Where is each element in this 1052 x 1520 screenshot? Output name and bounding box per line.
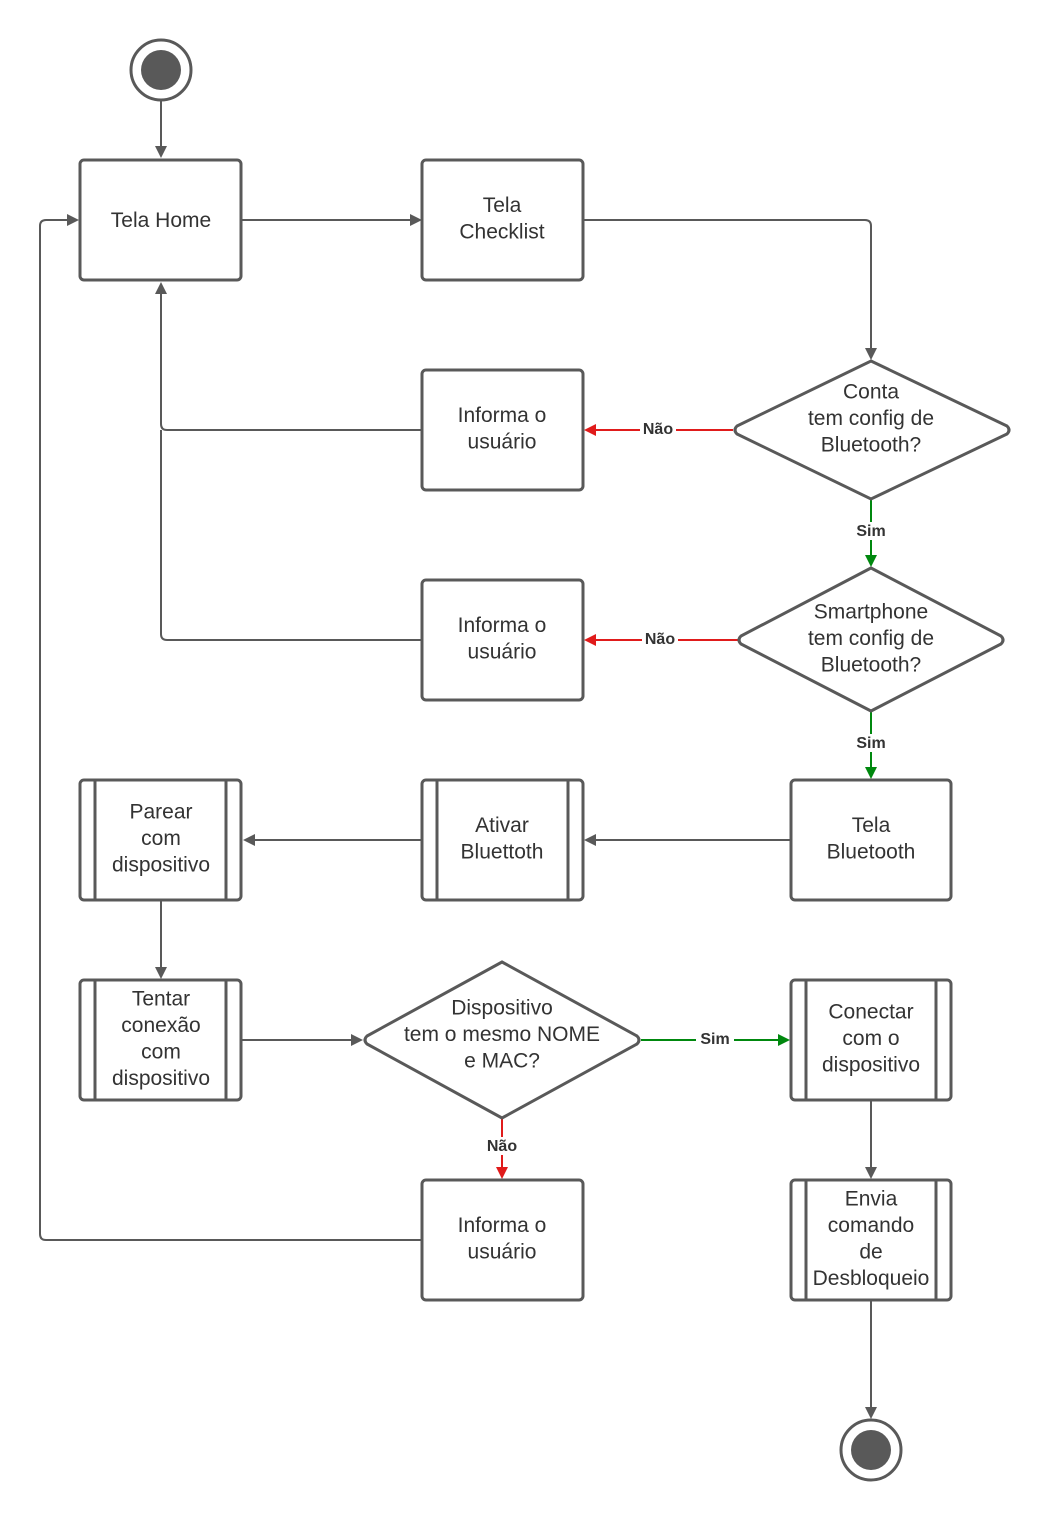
start-node xyxy=(129,38,193,102)
node-label-line: Bluetooth? xyxy=(821,654,921,677)
node-label-line: Desbloqueio xyxy=(813,1267,930,1290)
node-label-line: Informa o xyxy=(458,1214,547,1237)
node-label-line: dispositivo xyxy=(112,1067,210,1090)
node-informa-usuario-2: Informa o usuário xyxy=(420,578,585,702)
node-label-line: tem config de xyxy=(808,627,934,650)
decision-smartphone-bluetooth: Smartphone tem config de Bluetooth? xyxy=(737,566,1005,713)
node-label-line: Bluetooth xyxy=(827,840,916,863)
edge-informa3-to-home xyxy=(39,214,421,1241)
edge-checklist-to-conta xyxy=(583,219,877,360)
svg-text:Não: Não xyxy=(487,1138,517,1155)
node-label-line: tem o mesmo NOME xyxy=(404,1023,600,1046)
node-label-line: dispositivo xyxy=(822,1054,920,1077)
node-label-line: Parear xyxy=(129,801,192,824)
node-informa-usuario-3: Informa o usuário xyxy=(420,1178,585,1302)
decision-conta-bluetooth: Conta tem config de Bluetooth? xyxy=(733,359,1011,501)
svg-text:Tela Home: Tela Home xyxy=(111,209,211,232)
node-label-line: de xyxy=(859,1240,882,1263)
node-label-line: Tentar xyxy=(132,987,190,1010)
svg-text:Sim: Sim xyxy=(856,735,885,752)
node-label-line: Informa o xyxy=(458,614,547,637)
edge-label-nao-1: Não xyxy=(640,420,676,438)
node-label-line: Tela xyxy=(852,814,891,837)
svg-text:Sim: Sim xyxy=(700,1031,729,1048)
svg-text:Sim: Sim xyxy=(856,523,885,540)
node-parear-dispositivo: Parear com dispositivo xyxy=(78,778,243,902)
node-label-line: com o xyxy=(842,1027,899,1050)
node-label-line: Envia xyxy=(845,1187,898,1210)
node-label-line: Smartphone xyxy=(814,601,928,624)
svg-text:Não: Não xyxy=(645,631,675,648)
node-label-line: Bluetooth? xyxy=(821,434,921,457)
node-label-line: Conectar xyxy=(828,1001,913,1024)
node-label-line: Tela Home xyxy=(111,209,211,232)
node-label-line: Conta xyxy=(843,381,899,404)
node-label-line: usuário xyxy=(468,430,537,453)
node-label-line: Ativar xyxy=(475,814,529,837)
edge-informa2-to-home xyxy=(160,430,421,641)
node-label-line: tem config de xyxy=(808,407,934,430)
node-conectar-dispositivo: Conectar com o dispositivo xyxy=(789,978,953,1102)
node-label-line: usuário xyxy=(468,640,537,663)
edge-informa1-to-home xyxy=(155,282,421,431)
node-label-line: Bluettoth xyxy=(461,840,544,863)
node-informa-usuario-1: Informa o usuário xyxy=(420,368,585,492)
node-label-line: Checklist xyxy=(459,220,544,243)
edge-label-sim-2: Sim xyxy=(852,734,890,752)
edge-label-nao-3: Não xyxy=(484,1137,520,1155)
node-label-line: e MAC? xyxy=(464,1050,540,1073)
end-node xyxy=(839,1418,903,1482)
edge-label-sim-1: Sim xyxy=(852,522,890,540)
node-tentar-conexao: Tentar conexão com dispositivo xyxy=(78,978,243,1102)
node-label-line: Dispositivo xyxy=(451,997,553,1020)
node-label-line: dispositivo xyxy=(112,854,210,877)
node-label-line: comando xyxy=(828,1214,914,1237)
node-label-line: com xyxy=(141,1040,181,1063)
node-label-line: conexão xyxy=(121,1014,200,1037)
svg-text:Não: Não xyxy=(643,421,673,438)
node-label-line: Tela xyxy=(483,194,522,217)
edge-label-nao-2: Não xyxy=(642,630,678,648)
node-label-line: com xyxy=(141,827,181,850)
edge-label-sim-3: Sim xyxy=(696,1030,734,1048)
node-label-line: usuário xyxy=(468,1240,537,1263)
decision-dispositivo-nome-mac: Dispositivo tem o mesmo NOME e MAC? xyxy=(363,960,641,1120)
node-tela-home: Tela Home xyxy=(78,158,243,282)
node-label-line: Informa o xyxy=(458,404,547,427)
